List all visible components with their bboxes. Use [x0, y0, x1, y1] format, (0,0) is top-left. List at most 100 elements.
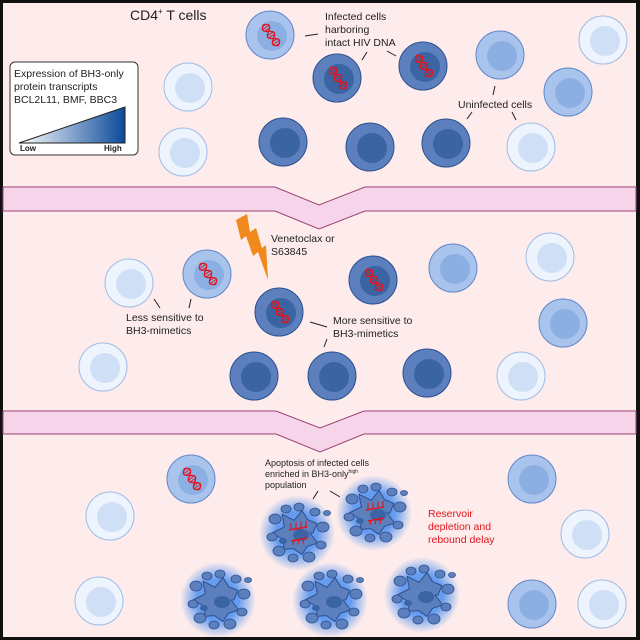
- apoptotic-body: [412, 615, 424, 625]
- apoptotic-body: [349, 525, 363, 537]
- apoptotic-body: [386, 487, 398, 497]
- uninfected-cell: [163, 62, 213, 112]
- cell-nucleus: [319, 362, 349, 392]
- apoptotic-cell: [259, 495, 335, 571]
- apoptotic-body: [393, 501, 407, 513]
- infected-label-line-1: Infected cells: [325, 11, 386, 23]
- uninfected-label: Uninfected cells: [458, 99, 532, 111]
- apoptotic-body: [335, 618, 349, 630]
- outcome-line-2: depletion and: [428, 521, 491, 533]
- apoptotic-body: [357, 484, 369, 494]
- leader-line: [323, 338, 328, 348]
- uninfected-cell: [104, 258, 154, 308]
- fragment: [404, 600, 412, 606]
- uninfected-cell: [496, 351, 546, 401]
- fragment: [200, 605, 208, 611]
- cell-nucleus: [414, 359, 444, 389]
- cell-nucleus: [270, 128, 300, 158]
- leader-line: [312, 490, 319, 500]
- apoptotic-body: [400, 490, 408, 496]
- apoptotic-body: [230, 574, 242, 584]
- uninfected-cell: [507, 454, 557, 504]
- panel-title: CD4+ T cells: [130, 7, 207, 23]
- infected-cell: [348, 255, 398, 305]
- apoptotic-body: [268, 513, 282, 525]
- apoptotic-body: [280, 504, 292, 514]
- apoptotic-body: [223, 618, 237, 630]
- apoptotic-body: [187, 599, 199, 609]
- leader-line: [304, 33, 319, 37]
- uninfected-cell: [475, 30, 525, 80]
- drug-lightning-icon: [236, 214, 268, 280]
- apoptotic-body: [348, 607, 360, 617]
- uninfected-cell: [78, 342, 128, 392]
- uninfected-cell: [538, 298, 588, 348]
- outcome-line-3: rebound delay: [428, 534, 495, 546]
- apoptotic-body: [302, 551, 316, 563]
- apoptotic-body: [392, 520, 404, 530]
- infected-cell: [182, 249, 232, 299]
- more-sensitive-line-2: BH3-mimetics: [333, 328, 398, 340]
- apoptotic-body: [343, 512, 355, 522]
- uninfected-cell: [577, 579, 627, 629]
- hiv-dna-icon: [270, 300, 290, 324]
- cell-nucleus: [116, 269, 146, 299]
- condensed-nucleus: [326, 596, 342, 608]
- cell-nucleus: [241, 362, 271, 392]
- less-sensitive-label: Less sensitive to BH3-mimetics: [126, 298, 204, 337]
- separator-arrow-1: [2, 186, 637, 230]
- cell-nucleus: [590, 26, 620, 56]
- cells-layer: [74, 10, 628, 638]
- apoptotic-body: [370, 482, 382, 492]
- legend-title-line-2: protein transcripts: [14, 81, 97, 93]
- apoptotic-body: [309, 507, 321, 517]
- drug-label-line-2: S63845: [271, 246, 307, 258]
- drug-label-line-1: Venetoclax or: [271, 233, 335, 245]
- cell-nucleus: [487, 41, 517, 71]
- apoptotic-body: [287, 553, 299, 563]
- hiv-dna-icon: [198, 262, 218, 286]
- infected-label-line-2: harboring: [325, 24, 370, 36]
- apoptotic-body: [397, 607, 411, 619]
- uninfected-cell: [421, 118, 471, 168]
- apoptotic-body: [440, 602, 452, 612]
- apoptotic-body: [214, 569, 226, 579]
- fragment: [312, 605, 320, 611]
- leader-line: [153, 298, 161, 309]
- apoptotic-body: [189, 580, 203, 592]
- fragment: [279, 538, 287, 544]
- leader-line: [511, 111, 517, 121]
- cell-nucleus: [86, 587, 116, 617]
- cell-nucleus: [170, 138, 200, 168]
- cell-nucleus: [519, 465, 549, 495]
- cell-nucleus: [555, 78, 585, 108]
- cell-nucleus: [519, 590, 549, 620]
- apoptosis-line-2: enriched in BH3-onlyhigh: [265, 469, 358, 479]
- uninfected-cell: [229, 351, 279, 401]
- fragmented-dna-icon: [288, 520, 308, 546]
- cell-nucleus: [537, 243, 567, 273]
- apoptotic-body: [393, 575, 407, 587]
- uninfected-cell: [525, 232, 575, 282]
- apoptotic-body: [193, 612, 207, 624]
- cell-nucleus: [175, 73, 205, 103]
- uninfected-cell: [507, 579, 557, 629]
- less-sensitive-line-2: BH3-mimetics: [126, 325, 191, 337]
- apoptotic-body: [305, 612, 319, 624]
- apoptotic-body: [323, 510, 331, 516]
- apoptotic-body: [379, 531, 393, 543]
- legend-title-line-3: BCL2L11, BMF, BBC3: [14, 94, 117, 106]
- cell-nucleus: [440, 254, 470, 284]
- legend-high-label: High: [104, 144, 122, 153]
- hiv-dna-icon: [328, 66, 348, 90]
- uninfected-cell: [345, 122, 395, 172]
- infected-cell: [245, 10, 295, 60]
- leader-line: [492, 85, 496, 96]
- uninfected-cell: [258, 117, 308, 167]
- leader-line: [188, 298, 192, 309]
- apoptotic-body: [342, 574, 354, 584]
- condensed-nucleus: [418, 591, 434, 603]
- apoptotic-body: [299, 599, 311, 609]
- outcome-line-1: Reservoir: [428, 508, 473, 520]
- expression-legend: Expression of BH3-only protein transcrip…: [9, 61, 139, 156]
